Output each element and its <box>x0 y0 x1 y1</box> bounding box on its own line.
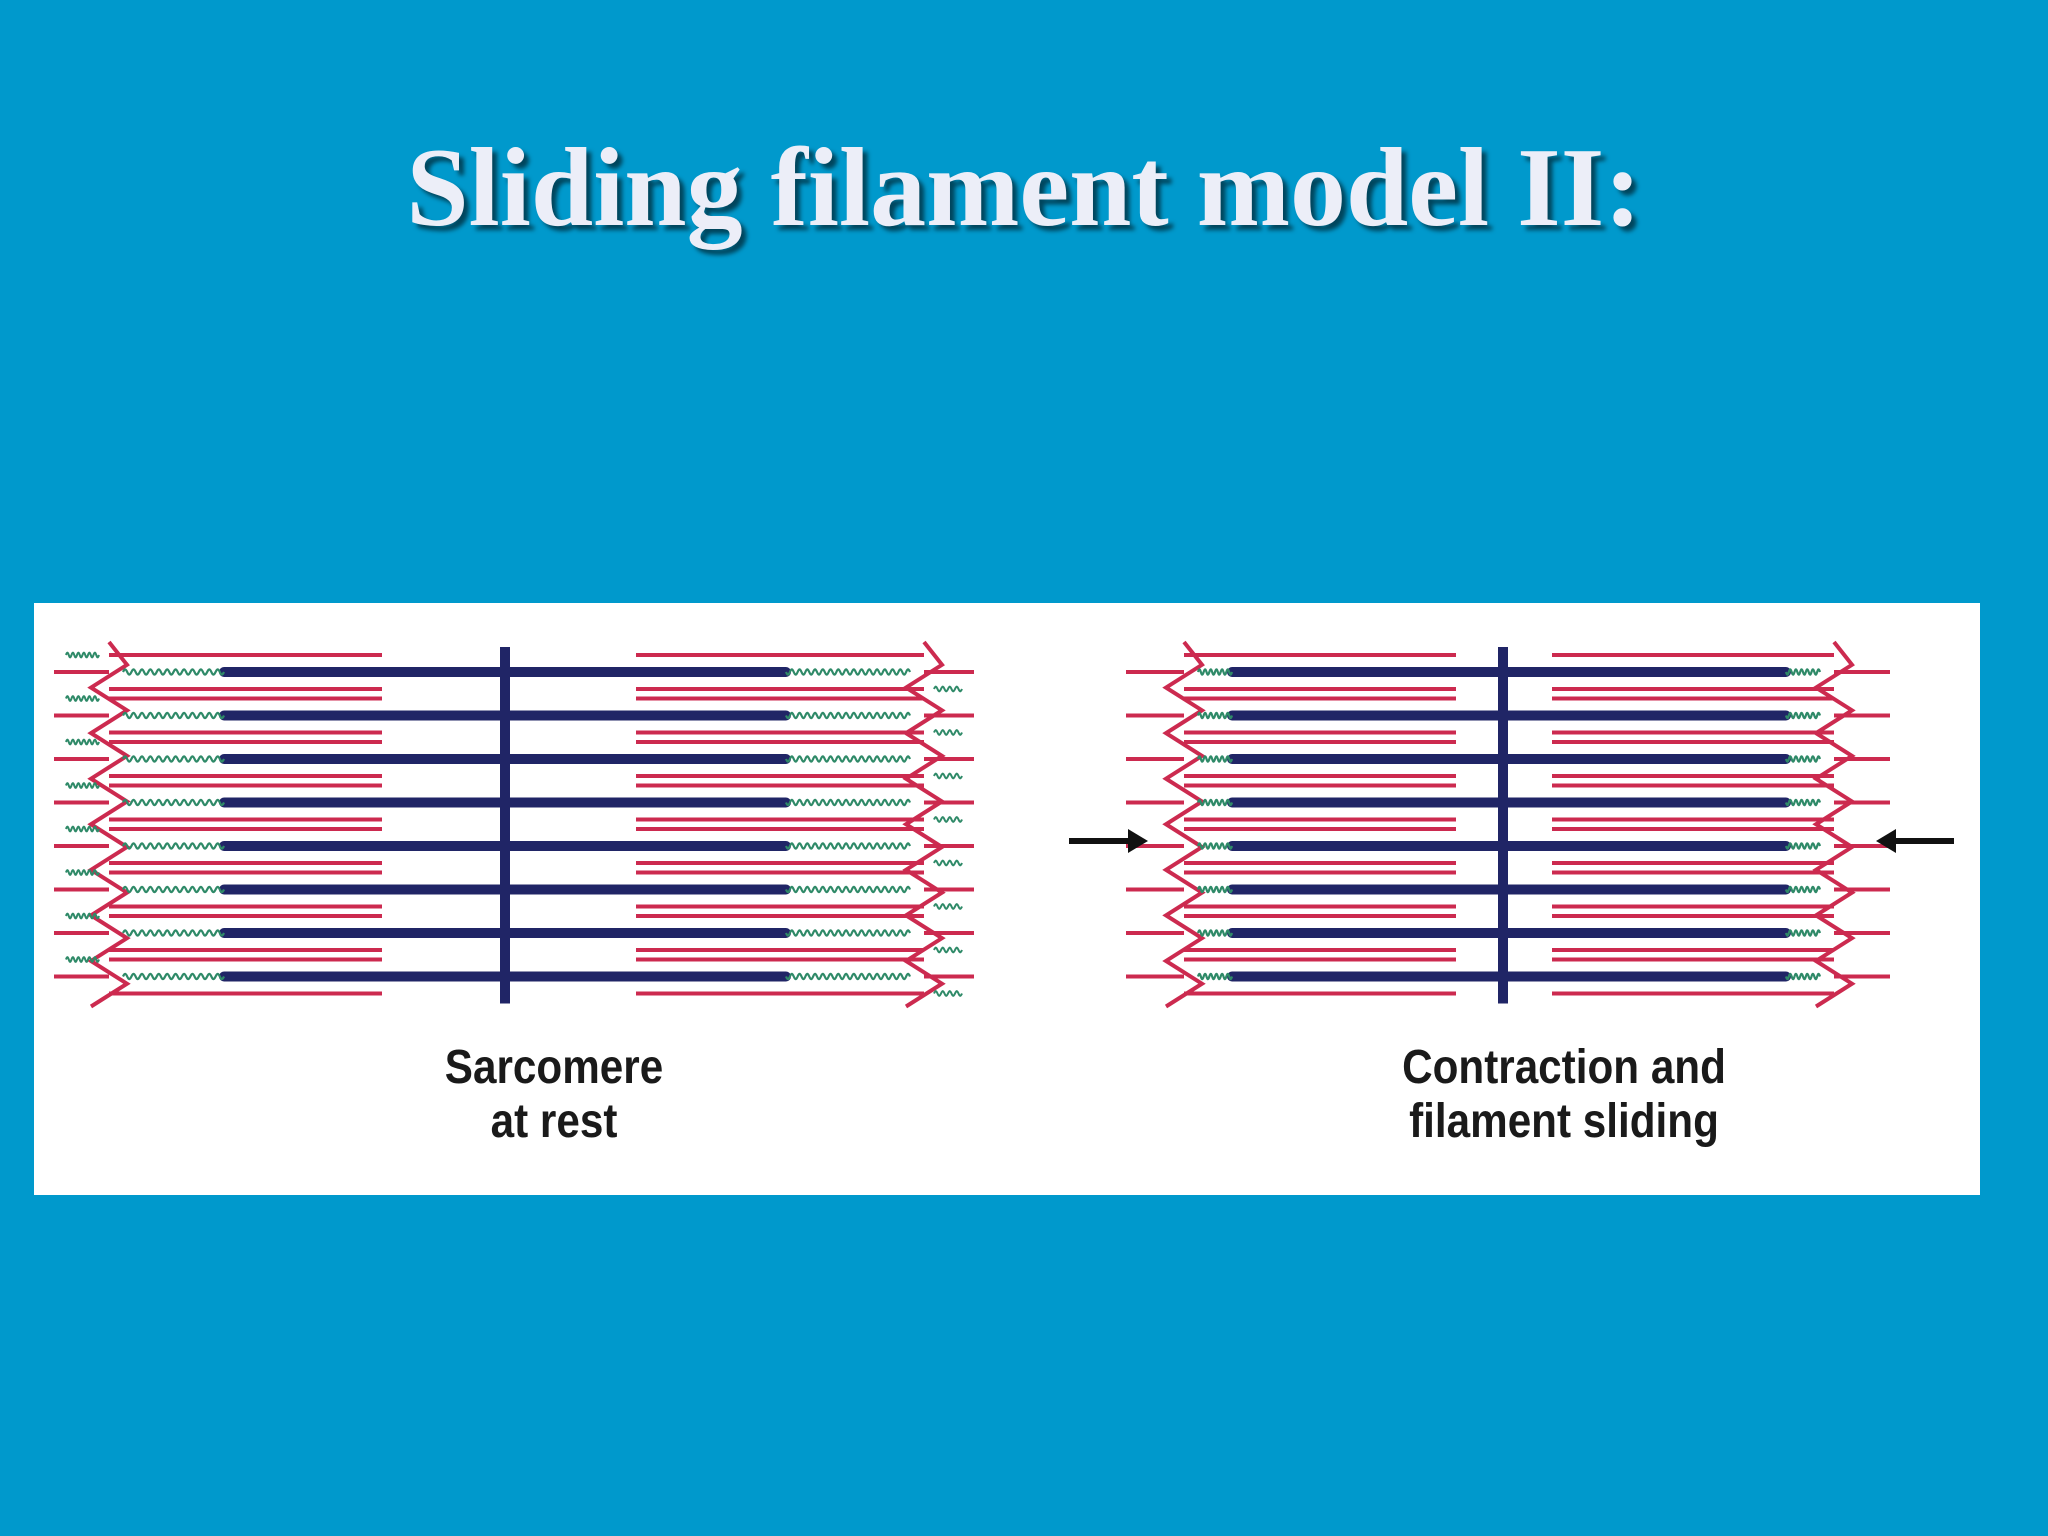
titin-spring <box>122 929 225 937</box>
z-line-right <box>902 640 946 1009</box>
titin-spring <box>122 711 225 720</box>
titin-spring <box>784 929 912 937</box>
titin-spring <box>784 972 912 981</box>
titin-spring <box>784 842 912 850</box>
titin-spring <box>1196 929 1234 937</box>
titin-spring <box>122 668 225 676</box>
titin-spring-outer <box>65 912 100 920</box>
titin-spring <box>784 711 912 720</box>
titin-spring <box>122 972 225 981</box>
titin-spring-outer <box>933 685 963 693</box>
arrow-left-icon-head <box>1876 829 1896 853</box>
caption-sarcomere-at-rest: Sarcomere at rest <box>352 1041 757 1149</box>
titin-spring <box>1196 972 1234 981</box>
titin-spring-outer <box>933 772 963 780</box>
titin-spring <box>1196 755 1234 763</box>
slide-title: Sliding filament model II: <box>406 126 1642 250</box>
titin-spring <box>1196 798 1234 807</box>
titin-spring-outer <box>65 782 100 789</box>
z-line-right <box>1812 640 1856 1009</box>
titin-spring-outer <box>933 816 963 823</box>
sarcomere-figure: Sarcomere at rest Contraction and filame… <box>34 603 1980 1195</box>
titin-spring <box>784 885 912 894</box>
caption-contract-line1: Contraction and <box>1402 1041 1726 1094</box>
titin-spring-outer <box>933 729 963 736</box>
titin-spring-outer <box>65 956 100 963</box>
titin-spring <box>1784 668 1822 676</box>
sarcomere-diagram <box>54 640 1954 1009</box>
titin-spring-outer <box>65 738 100 746</box>
titin-spring <box>784 798 912 807</box>
titin-spring <box>122 755 225 763</box>
titin-spring <box>1784 972 1822 981</box>
titin-spring-outer <box>65 695 100 702</box>
caption-contract-line2: filament sliding <box>1409 1095 1719 1148</box>
titin-spring <box>1196 885 1234 894</box>
z-line-left <box>87 640 131 1009</box>
titin-spring-outer <box>933 903 963 910</box>
titin-spring <box>1784 711 1822 720</box>
z-line-left <box>1162 640 1206 1009</box>
titin-spring <box>1196 711 1234 720</box>
titin-spring <box>122 798 225 807</box>
titin-spring <box>784 755 912 763</box>
titin-spring-outer <box>933 946 963 954</box>
titin-spring <box>1784 755 1822 763</box>
titin-spring <box>1784 842 1822 850</box>
caption-rest-line1: Sarcomere <box>444 1041 664 1094</box>
titin-spring <box>122 842 225 850</box>
sarcomere-at-rest-diagram <box>54 640 974 1009</box>
titin-spring-outer <box>65 869 100 876</box>
arrow-right-icon-head <box>1128 829 1148 853</box>
titin-spring <box>122 885 225 894</box>
titin-spring <box>1196 668 1234 676</box>
titin-spring <box>1196 842 1234 850</box>
titin-spring-outer <box>65 825 100 833</box>
titin-spring-outer <box>933 859 963 867</box>
titin-spring <box>1784 798 1822 807</box>
titin-spring-outer <box>65 651 100 659</box>
caption-rest-line2: at rest <box>490 1095 618 1148</box>
titin-spring <box>1784 885 1822 894</box>
titin-spring <box>1784 929 1822 937</box>
titin-spring <box>784 668 912 676</box>
titin-spring-outer <box>933 990 963 997</box>
caption-contraction: Contraction and filament sliding <box>1309 1041 1819 1149</box>
sarcomere-contracted-diagram <box>1069 640 1954 1009</box>
